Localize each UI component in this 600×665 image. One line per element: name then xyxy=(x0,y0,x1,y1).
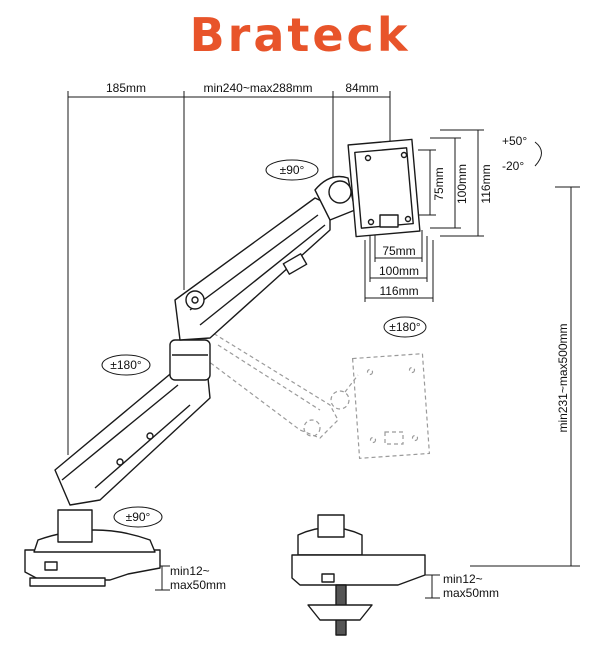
lower-arm xyxy=(54,369,211,506)
left-clamp-plate xyxy=(24,549,161,581)
elbow-arrow xyxy=(101,354,151,376)
vesa-100-v-label: 100mm xyxy=(455,164,469,204)
left-base-dome xyxy=(33,529,156,553)
clamp-right-label-2: max50mm xyxy=(443,586,499,600)
tilt-down-label: -20° xyxy=(502,159,524,173)
right-base-pole xyxy=(317,514,345,538)
vesa-116-v-label: 116mm xyxy=(479,164,493,203)
rotation-indicators xyxy=(101,141,542,528)
clamp-left-label-1: min12~ xyxy=(170,564,210,578)
tilt-up-label: +50° xyxy=(502,134,527,148)
upper-arm xyxy=(174,197,331,341)
clamp-right-label-1: min12~ xyxy=(443,572,483,586)
dim-84: 84mm xyxy=(345,81,378,95)
dim-240-288: min240~max288mm xyxy=(203,81,312,95)
elbow-label: ±180° xyxy=(110,358,142,372)
vesa-lock xyxy=(379,214,399,228)
right-clamp-plate xyxy=(291,554,426,586)
clamp-left-label-2: max50mm xyxy=(170,578,226,592)
brand-logo: Brateck xyxy=(189,8,411,62)
panel-rotate-label: ±180° xyxy=(389,320,421,334)
vesa-75-h-label: 75mm xyxy=(382,244,415,258)
grommet-plate xyxy=(307,604,373,621)
base-arrow xyxy=(113,506,163,528)
base-label: ±90° xyxy=(126,510,151,524)
elbow-joint xyxy=(169,339,211,381)
left-clamp-jaw xyxy=(29,577,106,587)
lowered-arm-ghost xyxy=(199,329,431,459)
tilt-arrow xyxy=(534,141,542,167)
panel-rotate-arrow xyxy=(383,316,427,338)
vesa-116-h-label: 116mm xyxy=(379,284,418,298)
vesa-100-h-label: 100mm xyxy=(379,264,419,278)
head-swivel-label: ±90° xyxy=(280,163,305,177)
left-base-button xyxy=(44,561,58,571)
height-range-label: min231~max500mm xyxy=(556,323,570,432)
monitor-arm xyxy=(24,138,426,636)
right-base-button xyxy=(321,573,335,583)
dim-185: 185mm xyxy=(106,81,146,95)
head-swivel-arrow xyxy=(265,159,319,181)
vesa-plate xyxy=(347,138,421,238)
left-base-pole xyxy=(57,509,93,543)
vesa-75-v-label: 75mm xyxy=(432,167,446,200)
dimension-lines xyxy=(67,91,580,599)
